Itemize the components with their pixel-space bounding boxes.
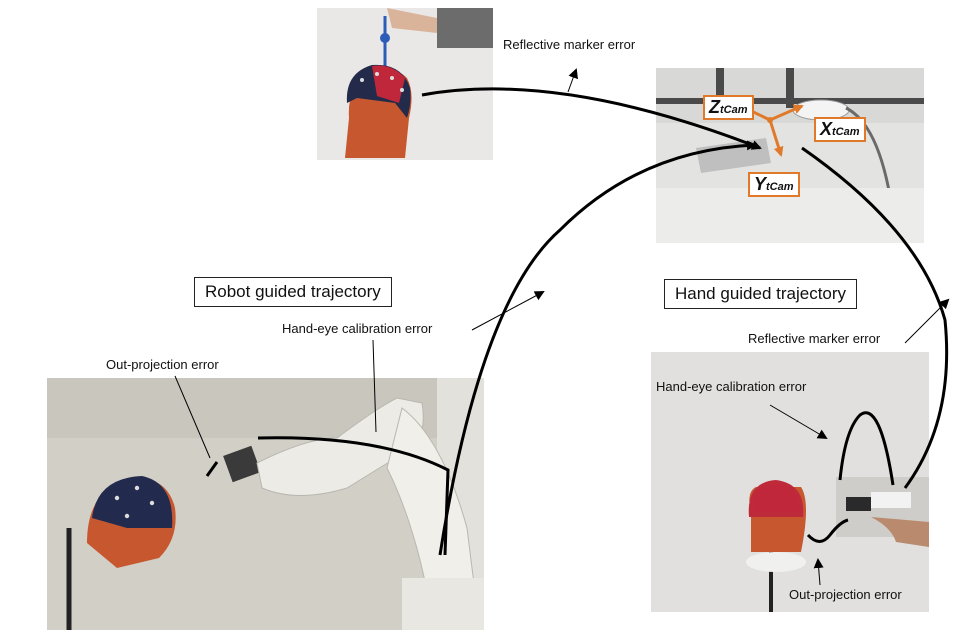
outprojection-error-robot: Out-projection error <box>106 357 219 372</box>
outprojection-error-hand: Out-projection error <box>789 587 902 602</box>
hand-guided-title: Hand guided trajectory <box>664 279 858 309</box>
pointer-reflective-right <box>904 298 950 344</box>
y-axis-label: YtCam <box>748 172 800 197</box>
pointer-handeye-robot <box>471 291 545 331</box>
z-axis-sub: tCam <box>720 104 748 116</box>
robot-guided-photo <box>47 378 484 630</box>
y-axis-main: Y <box>754 174 767 194</box>
head-marker-photo <box>317 8 493 160</box>
robot-guided-title: Robot guided trajectory <box>194 277 392 307</box>
reflective-marker-error-right: Reflective marker error <box>748 331 881 346</box>
z-axis-label: ZtCam <box>703 95 754 120</box>
x-axis-sub: tCam <box>832 126 860 138</box>
y-axis-sub: tCam <box>766 181 794 193</box>
x-axis-label: XtCam <box>814 117 866 142</box>
z-axis-main: Z <box>709 97 720 117</box>
handeye-error-robot: Hand-eye calibration error <box>282 321 433 336</box>
tracking-camera-photo <box>656 68 924 243</box>
reflective-marker-error-top: Reflective marker error <box>503 37 636 52</box>
x-axis-main: X <box>820 119 833 139</box>
handeye-error-hand: Hand-eye calibration error <box>656 379 807 394</box>
pointer-reflective-top <box>567 68 578 93</box>
